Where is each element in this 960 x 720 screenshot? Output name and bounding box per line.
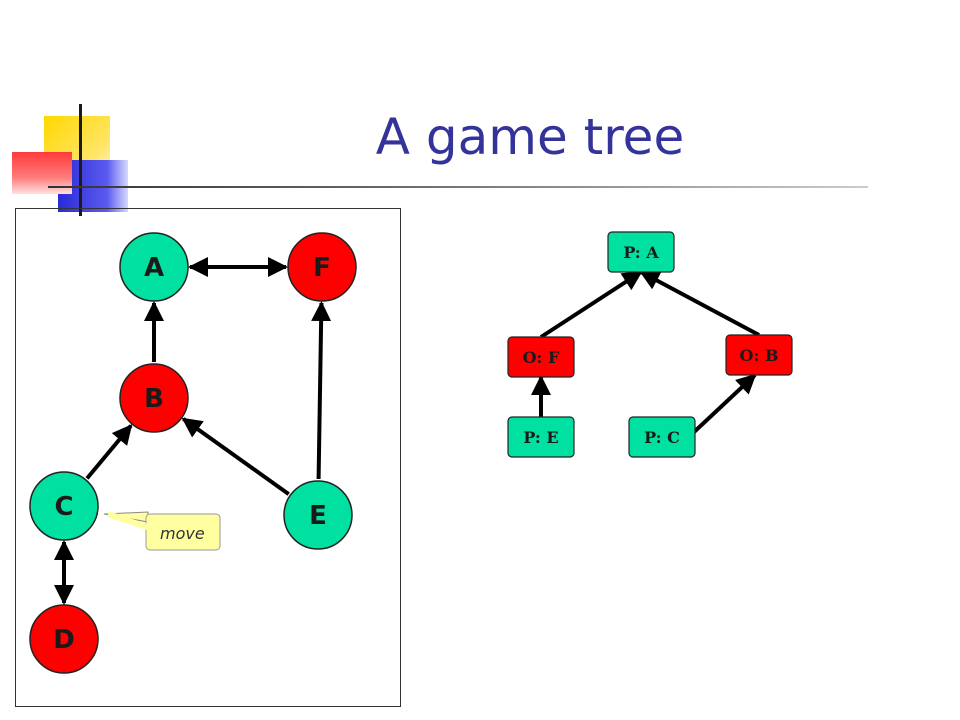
graph-node-label: B (144, 384, 164, 414)
tree-node-pa: P: A (607, 231, 675, 273)
tree-node-pe: P: E (507, 416, 575, 458)
decor-vertical-line (79, 104, 82, 216)
graph-node-b: B (119, 363, 189, 433)
callout-label: move (160, 524, 205, 543)
graph-node-label: F (313, 253, 331, 283)
graph-node-label: A (144, 253, 164, 283)
graph-edge-e-f (311, 300, 332, 480)
graph-node-a: A (119, 232, 189, 302)
graph-node-d: D (29, 604, 99, 674)
graph-node-label: E (309, 501, 327, 531)
graph-node-label: D (53, 625, 75, 655)
decor-horizontal-line (48, 186, 868, 188)
tree-node-ob: O: B (725, 334, 793, 376)
tree-node-label: P: C (644, 428, 680, 447)
tree-node-box (507, 336, 575, 378)
move-callout: move (103, 511, 221, 551)
graph-node-label: C (54, 492, 73, 522)
graph-node-f: F (287, 232, 357, 302)
graph-node-circle (119, 232, 189, 302)
tree-edge-ob-pa (639, 270, 760, 337)
graph-node-circle (283, 480, 353, 550)
tree-node-label: O: B (740, 346, 779, 365)
tree-edge-of-pa (539, 270, 643, 339)
tree-node-of: O: F (507, 336, 575, 378)
graph-edge-c-b (85, 424, 133, 480)
tree-node-label: P: E (523, 428, 558, 447)
page-title: A game tree (375, 108, 685, 166)
graph-node-circle (287, 232, 357, 302)
tree-node-label: P: A (623, 243, 659, 262)
tree-node-box (607, 231, 675, 273)
tree-node-box (628, 416, 696, 458)
graph-node-circle (119, 363, 189, 433)
graph-node-e: E (283, 480, 353, 550)
graph-edge-e-b (181, 417, 290, 496)
graph-node-c: C (29, 471, 99, 541)
tree-node-label: O: F (523, 348, 560, 367)
graph-node-circle (29, 471, 99, 541)
tree-node-pc: P: C (628, 416, 696, 458)
graph-frame (15, 208, 401, 707)
graph-node-circle (29, 604, 99, 674)
tree-node-box (507, 416, 575, 458)
tree-edge-pc-ob (691, 373, 757, 435)
tree-node-box (725, 334, 793, 376)
